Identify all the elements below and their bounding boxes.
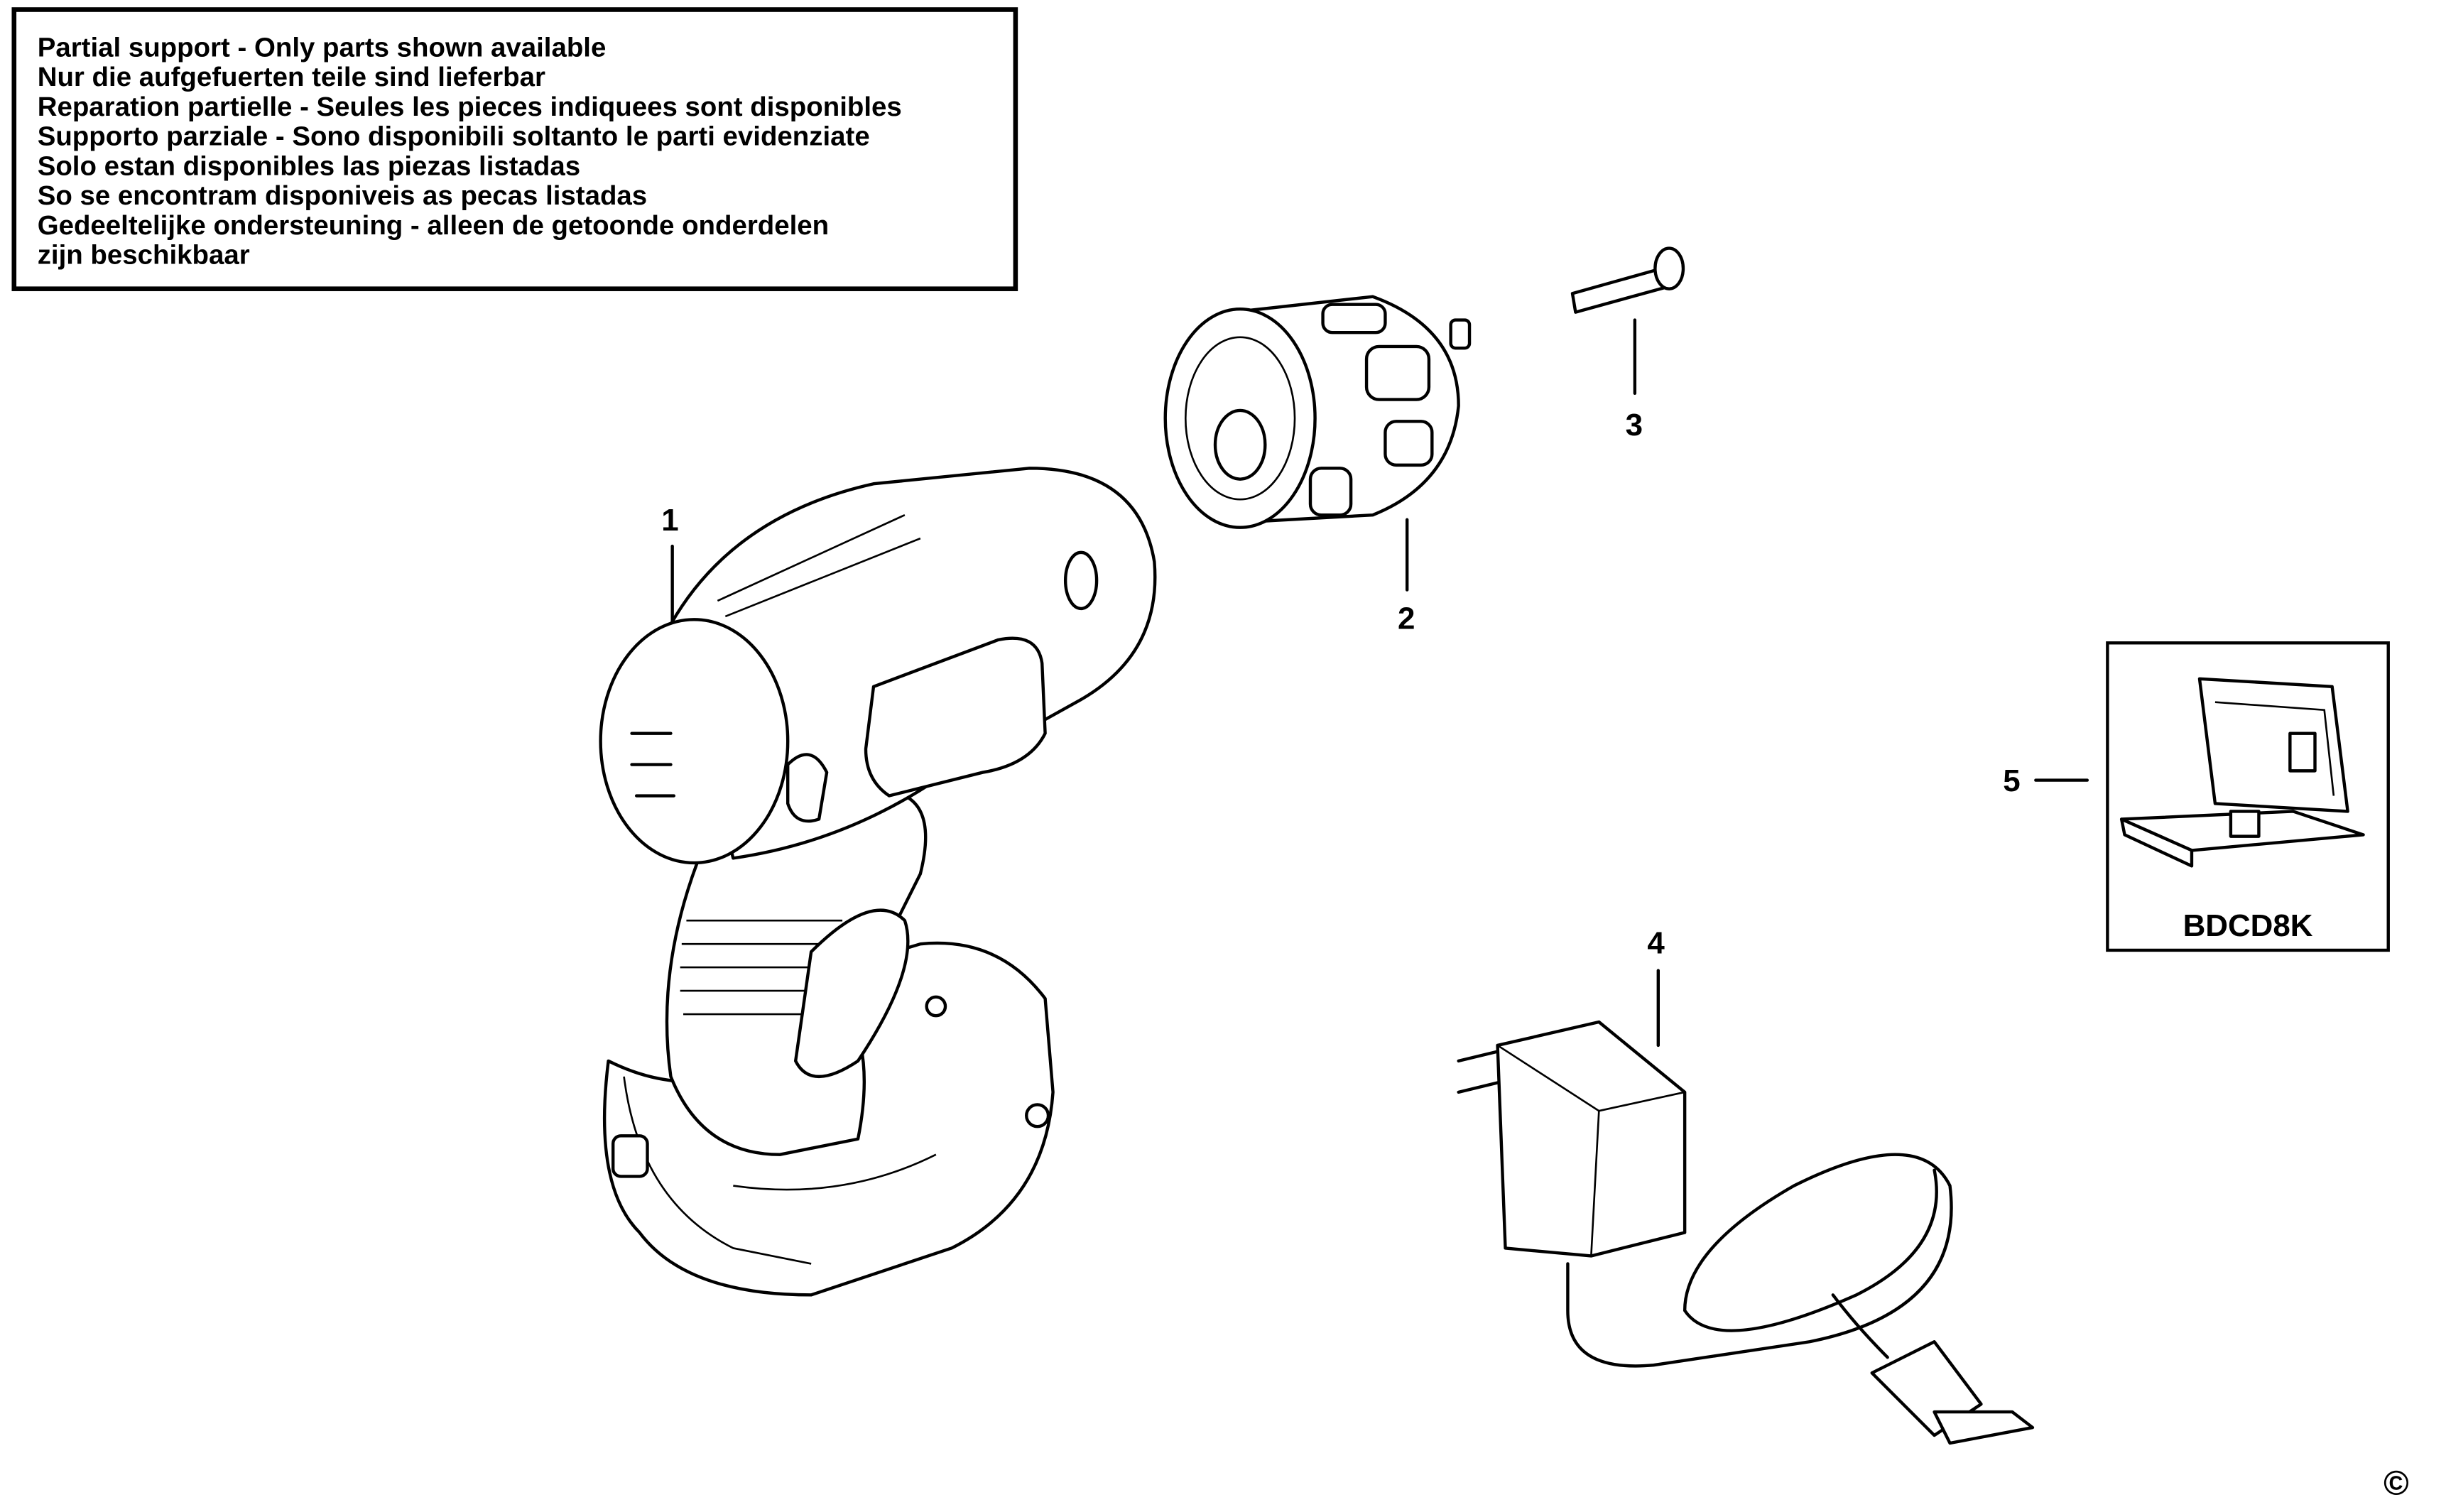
notice-line: Reparation partielle - Seules les pieces… <box>38 92 902 122</box>
part-number-1: 1 <box>661 503 678 538</box>
availability-notice: Partial support - Only parts shown avail… <box>11 7 1018 291</box>
part-number-2: 2 <box>1398 601 1415 636</box>
screw-drawing[interactable] <box>1570 246 1685 314</box>
notice-line: So se encontram disponiveis as pecas lis… <box>38 180 647 211</box>
copyright-mark: © <box>2384 1464 2409 1503</box>
notice-line: Solo estan disponibles las piezas listad… <box>38 151 580 181</box>
notice-line: zijn beschikbaar <box>38 240 250 271</box>
part-number-3: 3 <box>1626 408 1643 442</box>
drill-body-drawing[interactable] <box>599 467 1157 1297</box>
case-panel[interactable]: BDCD8K <box>2106 641 2390 952</box>
part-number-5: 5 <box>2003 763 2020 798</box>
notice-line: Gedeeltelijke ondersteuning - alleen de … <box>38 210 829 241</box>
chuck-drawing[interactable] <box>1163 295 1472 529</box>
part-number-4: 4 <box>1647 925 1665 960</box>
notice-line: Nur die aufgefuerten teile sind lieferba… <box>38 62 545 92</box>
notice-line: Partial support - Only parts shown avail… <box>38 32 607 62</box>
case-model-label: BDCD8K <box>2183 908 2313 943</box>
charger-drawing[interactable] <box>1457 1020 2035 1445</box>
notice-line: Supporto parziale - Sono disponibili sol… <box>38 121 870 152</box>
